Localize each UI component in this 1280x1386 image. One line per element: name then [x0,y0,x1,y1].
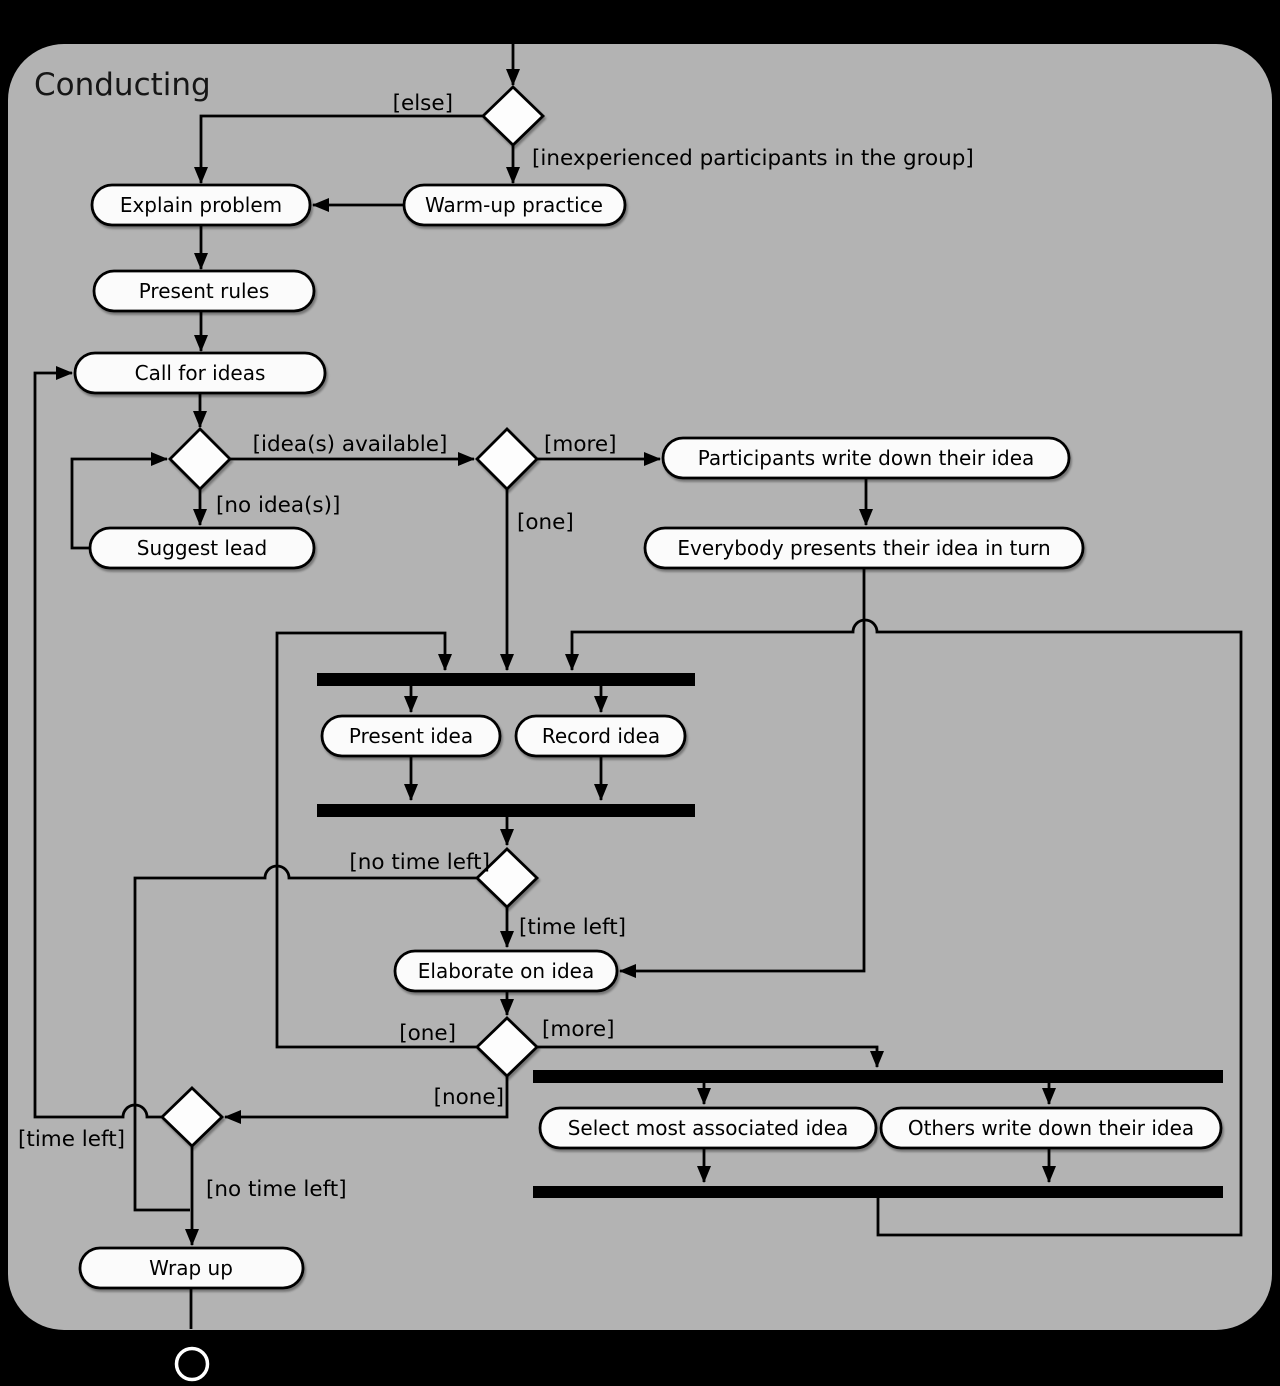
guard-more-ideas: [more] [544,432,616,457]
activity-box-warm-up-practice [402,183,627,227]
activity-present-rules: Present rules [92,269,316,313]
decision-ideas-available [168,427,232,491]
activity-label-elaborate-on-idea: Elaborate on idea [418,959,594,983]
guard-time-left-loop: [time left] [18,1127,125,1152]
decision-time-remaining [474,847,540,909]
activity-present-idea: Present idea [320,714,502,758]
activity-box-present-rules [92,269,316,313]
guard-one-idea: [one] [517,510,574,535]
activity-label-record-idea: Record idea [542,724,660,748]
decision-experience-level [480,85,546,147]
join-bar-association [533,1186,1223,1198]
activity-label-present-rules: Present rules [139,279,270,303]
guard-time-left: [time left] [519,915,626,940]
activity-box-suggest-lead [88,526,316,570]
guard-none-association: [none] [434,1085,504,1110]
activity-select-most-associated-idea: Select most associated idea [538,1106,878,1150]
edge-time-left-loop-to-call-for-ideas [33,366,162,1119]
edge-one-association-loop-to-fork [275,631,477,1049]
guard-no-time-left: [no time left] [349,850,490,875]
activity-wrap-up: Wrap up [78,1246,305,1290]
activity-elaborate-on-idea: Elaborate on idea [393,949,619,993]
edge-no-time-left-to-wrapup-merge [133,864,477,1212]
activity-box-everybody-presents-idea [643,526,1085,570]
activity-label-call-for-ideas: Call for ideas [135,361,266,385]
activity-everybody-presents-idea: Everybody presents their idea in turn [643,526,1085,570]
join-bar-present-record [317,804,695,817]
guard-inexperienced-participants: [inexperienced participants in the group… [532,146,974,171]
decision-association-count [474,1016,540,1078]
merge-before-wrap-up [159,1086,225,1148]
guard-else: [else] [393,91,453,116]
activity-box-present-idea [320,714,502,758]
activity-box-participants-write-idea [661,436,1071,480]
activity-participants-write-idea: Participants write down their idea [661,436,1071,480]
activity-box-others-write-down-idea [879,1106,1223,1150]
fork-bar-association [533,1070,1223,1083]
guard-no-ideas: [no idea(s)] [216,493,340,518]
guard-one-association: [one] [399,1021,456,1046]
decision-idea-count [475,427,539,491]
activity-label-participants-write-idea: Participants write down their idea [698,446,1035,470]
activity-warm-up-practice: Warm-up practice [402,183,627,227]
activity-label-others-write-down-idea: Others write down their idea [908,1116,1194,1140]
activity-label-suggest-lead: Suggest lead [137,536,268,560]
activity-suggest-lead: Suggest lead [88,526,316,570]
edge-more-associations-to-fork2 [537,1045,884,1068]
activity-box-explain-problem [90,183,312,227]
guard-ideas-available: [idea(s) available] [253,432,448,457]
edge-none-to-merge [224,1076,509,1124]
activity-box-select-most-associated-idea [538,1106,878,1150]
activity-label-warm-up-practice: Warm-up practice [425,193,603,217]
activity-box-record-idea [514,714,687,758]
activity-explain-problem: Explain problem [90,183,312,227]
activity-label-present-idea: Present idea [349,724,473,748]
edge-everybody-to-elaborate [619,568,866,978]
activity-label-everybody-presents-idea: Everybody presents their idea in turn [677,536,1050,560]
activity-box-elaborate-on-idea [393,949,619,993]
fork-bar-present-record [317,673,695,686]
edge-else-to-explain-problem [194,114,483,184]
activity-box-wrap-up [78,1246,305,1290]
activity-record-idea: Record idea [514,714,687,758]
activity-box-call-for-ideas [73,351,327,395]
edge-suggest-lead-loop [70,452,168,550]
edge-association-join-loop-to-fork [565,618,1243,1237]
guard-no-time-left-end: [no time left] [206,1177,347,1202]
diagram-title: Conducting [34,67,211,103]
activity-label-select-most-associated-idea: Select most associated idea [568,1116,849,1140]
activity-call-for-ideas: Call for ideas [73,351,327,395]
final-node [174,1346,210,1382]
activity-label-wrap-up: Wrap up [149,1256,233,1280]
guard-more-associations: [more] [542,1017,614,1042]
activity-others-write-down-idea: Others write down their idea [879,1106,1223,1150]
activity-label-explain-problem: Explain problem [120,193,282,217]
